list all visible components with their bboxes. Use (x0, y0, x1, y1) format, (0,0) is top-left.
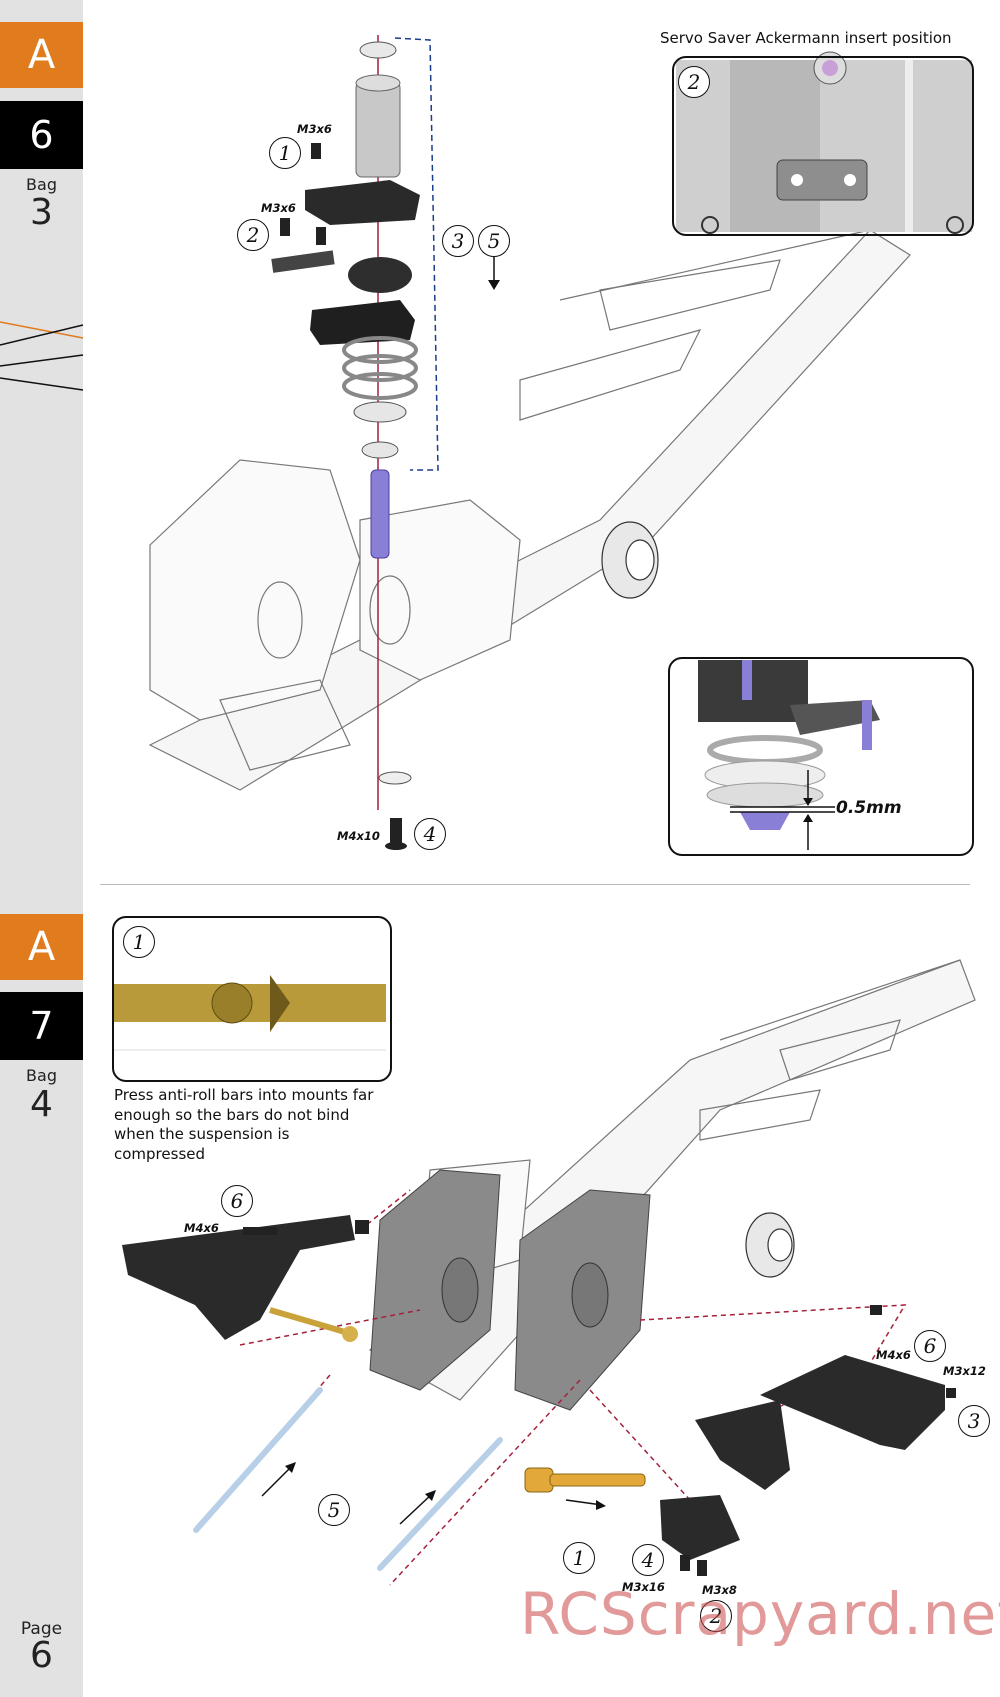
callout-number: 3 (442, 225, 474, 257)
section-divider (100, 884, 970, 885)
section-tag-step6: A (0, 22, 83, 88)
inset-antiroll-art (114, 975, 386, 1051)
callout-number: 4 (632, 1544, 664, 1576)
right-arm-assembly (660, 1305, 956, 1576)
hardware-label: M3x8 (702, 1583, 737, 1597)
callout-number: 5 (318, 1494, 350, 1526)
step7-bulkheads (369, 1169, 651, 1411)
callout-number: 4 (414, 818, 446, 850)
callout-number: 3 (958, 1405, 990, 1437)
callout-number: 6 (914, 1330, 946, 1362)
callout-number: 2 (700, 1600, 732, 1632)
callout-number: 1 (563, 1542, 595, 1574)
inset-servo-saver (672, 56, 974, 236)
hardware-label: M4x10 (337, 829, 380, 843)
sidebar-decor-lines (0, 321, 84, 391)
inset-gap-art (698, 660, 880, 850)
hardware-label: M3x6 (297, 122, 332, 136)
anti-roll-bars (193, 1387, 606, 1571)
inset-callout-number: 1 (123, 926, 155, 958)
bag-number-step6: 3 (30, 192, 53, 233)
callout-number: 1 (269, 137, 301, 169)
hardware-label: M3x12 (943, 1364, 986, 1378)
measurement-label: 0.5mm (836, 798, 902, 818)
step-number-7: 7 (0, 992, 83, 1060)
page-label: Page (20, 1619, 63, 1639)
step-number-6: 6 (0, 101, 83, 169)
bag-label-step7: Bag (26, 1066, 57, 1085)
inset-title: Servo Saver Ackermann insert position (660, 29, 952, 47)
callout-number: 2 (237, 219, 269, 251)
inset-antiroll-mount (112, 916, 392, 1082)
bag-number-step7: 4 (30, 1084, 53, 1125)
inset-servo-saver-art (676, 51, 972, 234)
watermark: RCScrapyard.net (520, 1580, 1000, 1648)
sidebar: A 6 Bag 3 A 7 Bag 4 Page 6 (0, 0, 83, 1697)
callout-number: 5 (478, 225, 510, 257)
gold-pin (524, 1467, 646, 1493)
hardware-label: M3x6 (261, 201, 296, 215)
hardware-label: M4x6 (876, 1348, 911, 1362)
bag-label-step6: Bag (26, 175, 57, 194)
section-tag-step7: A (0, 914, 83, 980)
callout-number: 6 (221, 1185, 253, 1217)
left-arm-assembly (122, 1215, 369, 1342)
assembly-note: Press anti-roll bars into mounts far eno… (114, 1086, 374, 1163)
hardware-label: M4x6 (184, 1221, 219, 1235)
steering-stack (271, 35, 439, 850)
page-number: 6 (30, 1635, 53, 1676)
step6-chassis (148, 229, 911, 791)
hardware-label: M3x16 (622, 1580, 665, 1594)
inset-spacing-gap (668, 657, 974, 856)
inset-callout-number: 2 (678, 66, 710, 98)
